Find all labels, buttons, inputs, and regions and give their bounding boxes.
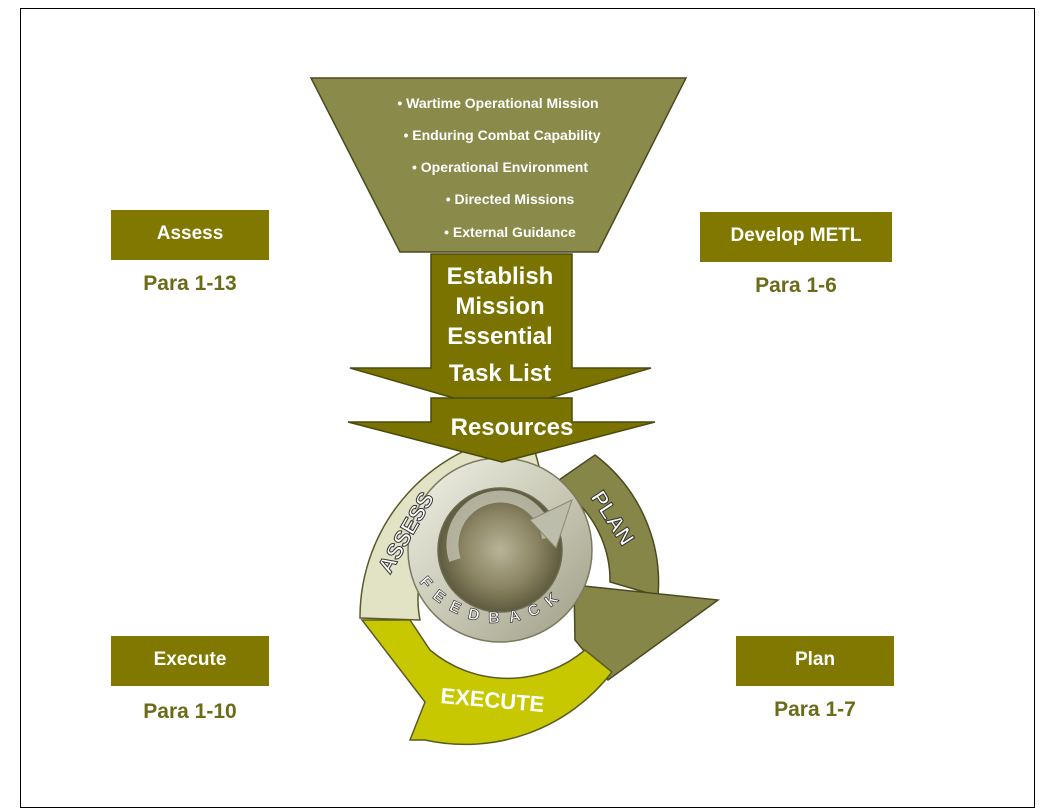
develop-metl-box: Develop METL (700, 212, 892, 262)
resources-arrow (347, 397, 656, 463)
establish-line-4: Task List (449, 360, 551, 387)
funnel-shape (309, 77, 688, 253)
develop-metl-para: Para 1-6 (755, 274, 837, 297)
resources-label: Resources (451, 414, 574, 441)
assess-para: Para 1-13 (143, 272, 237, 295)
funnel-item-4: • Directed Missions (446, 191, 575, 207)
plan-arrow (573, 584, 721, 682)
funnel-item-1: • Wartime Operational Mission (397, 95, 598, 111)
establish-line-3: Essential (447, 323, 552, 350)
execute-box: Execute (111, 636, 269, 686)
plan-para: Para 1-7 (774, 698, 856, 721)
establish-metl-arrow (349, 253, 652, 413)
establish-line-2: Mission (455, 293, 544, 320)
execute-segment (360, 619, 614, 746)
execute-para: Para 1-10 (143, 700, 237, 723)
funnel-item-2: • Enduring Combat Capability (403, 127, 600, 143)
assess-box: Assess (111, 210, 269, 260)
funnel-item-3: • Operational Environment (412, 159, 588, 175)
establish-line-1: Establish (447, 263, 554, 290)
plan-box: Plan (736, 636, 894, 686)
funnel-item-5: • External Guidance (444, 224, 576, 240)
